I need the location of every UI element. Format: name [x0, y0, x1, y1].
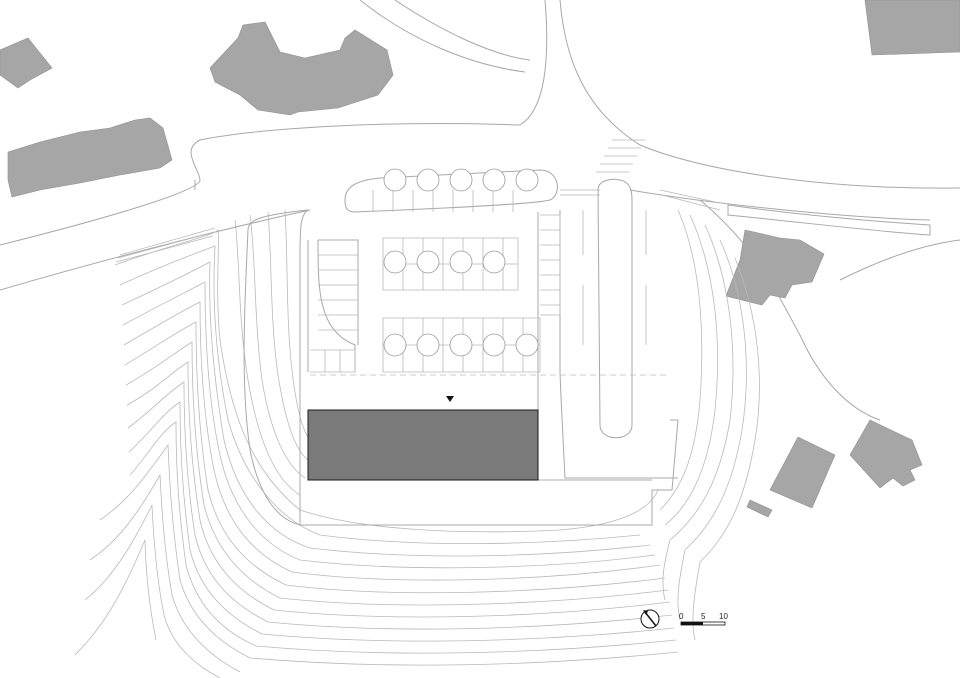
tree-row-bottom: [383, 333, 539, 357]
tree-icon: [482, 250, 506, 274]
tree-row-top: [383, 168, 539, 192]
main-building: [307, 409, 539, 481]
north-arrow-icon: [640, 609, 660, 629]
tree-icon: [482, 333, 506, 357]
tree-icon: [383, 250, 407, 274]
tree-icon: [383, 168, 407, 192]
tree-icon: [416, 168, 440, 192]
tree-icon: [515, 168, 539, 192]
tree-icon: [383, 333, 407, 357]
scale-bar: 0 5 10: [679, 612, 728, 626]
tree-icon: [449, 250, 473, 274]
tree-icon: [449, 333, 473, 357]
scale-label-10: 10: [719, 612, 728, 621]
contour-lines: [74, 209, 760, 678]
entrance-marker-icon: [446, 396, 454, 402]
tree-icon: [416, 333, 440, 357]
tree-row-middle: [383, 250, 506, 274]
trees: [383, 168, 539, 357]
tree-icon: [482, 168, 506, 192]
tree-icon: [449, 168, 473, 192]
neighbor-buildings: [0, 0, 960, 518]
tree-icon: [515, 333, 539, 357]
scale-label-0: 0: [679, 612, 684, 621]
tree-icon: [416, 250, 440, 274]
scale-label-5: 5: [701, 612, 706, 621]
roads: [0, 0, 960, 421]
